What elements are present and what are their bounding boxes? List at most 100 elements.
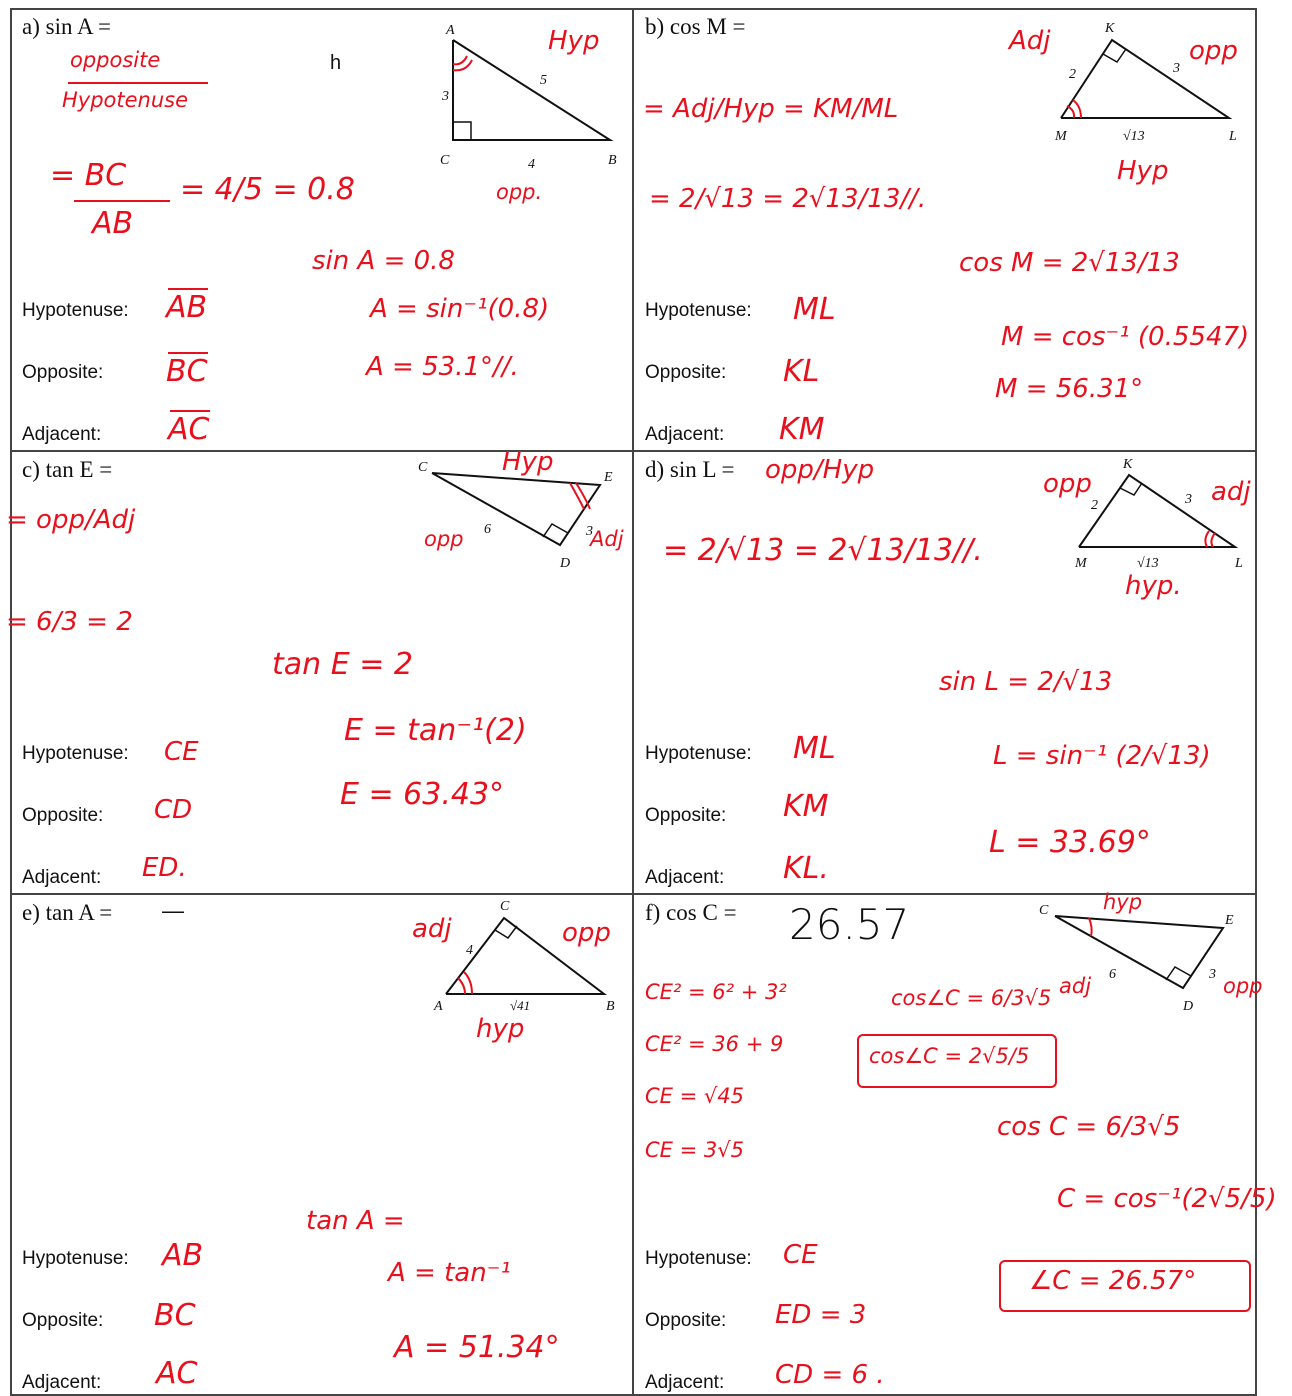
opp-label-a: Opposite:: [22, 362, 104, 383]
final-answer-frame: [999, 1260, 1251, 1312]
vertex-m-d: M: [1074, 556, 1088, 571]
vertex-d: D: [559, 556, 570, 571]
hyp-answer-d: ML: [793, 731, 836, 766]
hyp-label-f: Hypotenuse:: [645, 1248, 752, 1269]
opp-tag-d: opp: [1043, 469, 1092, 499]
step3-c: E = 63.43°: [340, 777, 505, 812]
adj-label-e: Adjacent:: [22, 1372, 102, 1393]
vertex-k: K: [1104, 21, 1115, 36]
cos-c-f: cos C = 6/3√5: [997, 1112, 1181, 1142]
vertex-e-f: E: [1224, 913, 1234, 928]
adj-tag-b: Adj: [1009, 26, 1051, 56]
opp-tag-a: opp.: [496, 180, 543, 204]
pyth-line1: CE² = 6² + 3²: [645, 980, 787, 1004]
step2-e: A = tan⁻¹: [388, 1258, 511, 1288]
overline-ab: [168, 288, 208, 290]
vertex-l: L: [1228, 129, 1237, 144]
opp-tag-f: opp: [1223, 974, 1263, 998]
step1-b: cos M = 2√13/13: [959, 248, 1180, 278]
hyp-tag-d: hyp.: [1125, 571, 1182, 601]
hyp-answer-f: CE: [783, 1240, 818, 1270]
opp-tag-e: opp: [562, 918, 611, 948]
blank-e: —: [162, 898, 184, 923]
pyth-line3: CE = √45: [645, 1084, 744, 1108]
eq-den-a: AB: [92, 206, 134, 241]
opp-answer-d: KM: [783, 789, 829, 824]
triangle-a-figure: A B C 3 5 4: [440, 23, 617, 172]
hyp-tag-c: Hyp: [502, 447, 554, 477]
side-ac-length: 3: [441, 89, 449, 104]
eq-bar-a: [74, 200, 170, 202]
hyp-tag-f: hyp: [1103, 890, 1143, 914]
side-ml-length-d: √13: [1137, 556, 1159, 571]
opp-answer-a: BC: [166, 354, 208, 389]
problem-d: d) sin L = opp/Hyp K M L 2 3 √13 opp adj…: [633, 451, 1257, 894]
side-ab-length: 5: [540, 73, 547, 88]
step3-d: L = 33.69°: [989, 825, 1151, 860]
step2-b: M = cos⁻¹ (0.5547): [1001, 322, 1250, 352]
vertex-c: C: [440, 153, 450, 168]
adj-label-c: Adjacent:: [22, 867, 102, 888]
adj-label-f: Adjacent:: [645, 1372, 725, 1393]
pyth-line4: CE = 3√5: [645, 1138, 744, 1162]
opp-label-c: Opposite:: [22, 805, 104, 826]
hyp-tag-e: hyp: [476, 1014, 525, 1044]
adj-answer-f: CD = 6 .: [775, 1360, 885, 1390]
side-kl-length: 3: [1172, 61, 1180, 76]
frac-den-a: Hypotenuse: [62, 88, 189, 112]
problem-c: c) tan E = C E D 6 3 Hyp opp Adj = opp/A…: [6, 447, 633, 894]
opp-answer-b: KL: [783, 354, 820, 389]
opp-label-d: Opposite:: [645, 805, 727, 826]
side-ab-length-e: √41: [510, 998, 530, 1013]
opp-tag-b: opp: [1189, 36, 1238, 66]
adj-label-b: Adjacent:: [645, 424, 725, 445]
step1-c: tan E = 2: [272, 647, 413, 682]
vertex-c-f: C: [1039, 903, 1049, 918]
row-divider-2: [10, 893, 1257, 895]
stray-h: h: [330, 52, 342, 74]
hyp-answer-c: CE: [164, 737, 199, 767]
hyp-answer-e: AB: [162, 1238, 204, 1273]
hyp-label-e: Hypotenuse:: [22, 1248, 129, 1269]
vertex-b-e: B: [606, 999, 615, 1014]
boxed-result-frame: [857, 1034, 1057, 1088]
cos-ratio-f: cos∠C = 6/3√5: [891, 986, 1052, 1010]
vertex-c-e: C: [500, 899, 510, 914]
step1-e: tan A =: [306, 1206, 405, 1236]
side-ml-length: √13: [1123, 129, 1145, 144]
row-divider-1: [10, 450, 1257, 452]
adj-answer-c: ED.: [142, 853, 187, 883]
adj-tag-d: adj: [1211, 477, 1251, 507]
hyp-answer-a: AB: [166, 290, 208, 325]
adj-tag-f: adj: [1059, 974, 1092, 998]
adj-answer-b: KM: [779, 412, 825, 447]
adj-answer-d: KL.: [783, 851, 829, 886]
problem-e: e) tan A = — C A B 4 √41 adj opp hyp tan…: [10, 894, 633, 1396]
opp-answer-c: CD: [154, 795, 193, 825]
question-a: a) sin A =: [22, 14, 112, 39]
question-e: e) tan A =: [22, 900, 113, 925]
q-answer-d: opp/Hyp: [765, 455, 875, 485]
vertex-a-e: A: [433, 999, 443, 1014]
vertex-e: E: [603, 470, 613, 485]
adj-label-d: Adjacent:: [645, 867, 725, 888]
problem-f: f) cos C = 26.57 C E D 6 3 hyp adj opp C…: [633, 890, 1277, 1396]
hyp-label-b: Hypotenuse:: [645, 300, 752, 321]
problem-b: b) cos M = K M L 2 3 √13 Adj opp Hyp = A…: [633, 8, 1257, 451]
opp-label-f: Opposite:: [645, 1310, 727, 1331]
hyp-label-d: Hypotenuse:: [645, 743, 752, 764]
triangle-c-figure: C E D 6 3: [418, 460, 613, 571]
hyp-tag-a: Hyp: [548, 26, 600, 56]
problem-a: a) sin A = h A B C 3 5 4 Hyp opp. opposi…: [10, 8, 633, 451]
hyp-label-c: Hypotenuse:: [22, 743, 129, 764]
side-kl-length-d: 3: [1184, 492, 1192, 507]
vertex-l-d: L: [1234, 556, 1243, 571]
side-cd-length-f: 6: [1109, 967, 1116, 982]
line1-b: = Adj/Hyp = KM/ML: [643, 94, 899, 124]
side-km-length: 2: [1069, 67, 1076, 82]
overline-ac: [170, 410, 210, 412]
adj-tag-e: adj: [412, 914, 452, 944]
adj-answer-e: AC: [156, 1356, 198, 1391]
hyp-answer-b: ML: [793, 292, 836, 327]
question-f: f) cos C =: [645, 900, 737, 925]
